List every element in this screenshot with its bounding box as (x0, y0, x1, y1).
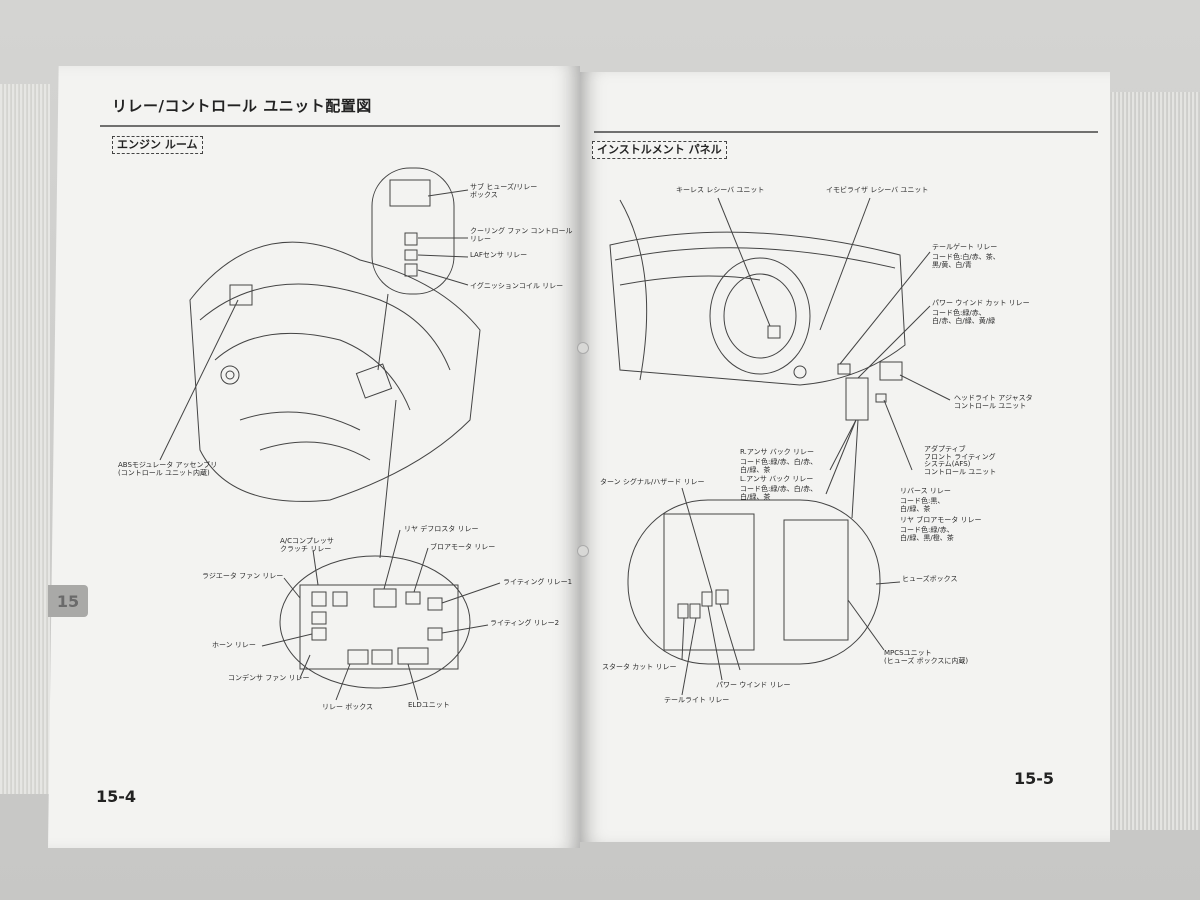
label-sub-fuse-box: サブ ヒューズ/リレー ボックス (470, 183, 538, 199)
label-turn-hazard-relay: ターン シグナル/ハザード リレー (600, 478, 705, 486)
label-headlight-adjuster: ヘッドライト アジャスタ コントロール ユニット (954, 394, 1033, 410)
label-power-window-cut-relay: パワー ウインド カット リレー (932, 299, 1030, 307)
label-power-window-cut-relay-code: コード色:緑/赤、 白/赤、白/緑、黄/緑 (932, 309, 996, 325)
right-page (580, 72, 1110, 842)
label-rear-defroster-relay: リヤ デフロスタ リレー (404, 525, 479, 533)
label-lighting-relay-1: ライティング リレー1 (503, 578, 573, 586)
left-page (48, 66, 580, 848)
label-keyless-receiver: キーレス レシーバ ユニット (676, 186, 765, 194)
label-immobilizer-receiver: イモビライザ レシーバ ユニット (826, 186, 929, 194)
label-tailgate-relay-code: コード色:白/赤、茶、 黒/黄、白/青 (932, 253, 1000, 269)
section-engine-room: エンジン ルーム (112, 136, 203, 155)
label-abs-modulator: ABSモジュレータ アッセンブリ (コントロール ユニット内蔵) (118, 461, 218, 477)
label-tailgate-relay: テールゲート リレー (932, 243, 998, 251)
page-number-left: 15-4 (96, 787, 137, 806)
label-rear-blower-relay-code: コード色:緑/赤、 白/緑、黒/橙、茶 (900, 526, 954, 542)
chapter-tab: 15 (48, 585, 88, 617)
label-lighting-relay-2: ライティング リレー2 (490, 619, 560, 627)
label-r-answer-back-relay: R.アンサ バック リレー (740, 448, 815, 456)
section-instrument-panel: インストルメント パネル (592, 141, 727, 160)
label-laf-sensor-relay: LAFセンサ リレー (470, 251, 528, 259)
label-tail-light-relay: テールライト リレー (664, 696, 730, 704)
label-eld-unit: ELDユニット (408, 701, 450, 709)
label-horn-relay: ホーン リレー (212, 641, 256, 649)
label-reverse-relay: リバース リレー (900, 487, 951, 495)
label-ignition-coil-relay: イグニッションコイル リレー (470, 282, 564, 290)
binding-hole (577, 545, 589, 557)
label-fuse-box: ヒューズボックス (902, 575, 958, 583)
page-title: リレー/コントロール ユニット配置図 (112, 97, 372, 115)
label-l-answer-back-relay: L.アンサ バック リレー (740, 475, 814, 483)
label-ac-clutch-relay: A/Cコンプレッサ クラッチ リレー (280, 537, 334, 553)
label-power-window-relay: パワー ウインド リレー (716, 681, 791, 689)
page-number-right: 15-5 (1014, 769, 1055, 788)
left-page-edges (0, 84, 50, 794)
label-radiator-fan-relay: ラジエータ ファン リレー (202, 572, 284, 580)
label-rear-blower-relay: リヤ ブロアモータ リレー (900, 516, 982, 524)
label-reverse-relay-code: コード色:黒、 白/緑、茶 (900, 497, 945, 513)
label-mpcs-unit: MPCSユニット (ヒューズ ボックスに内蔵) (884, 649, 969, 665)
right-page-edges (1108, 92, 1200, 830)
label-condenser-fan-relay: コンデンサ ファン リレー (228, 674, 310, 682)
label-cooling-fan-relay: クーリング ファン コントロール リレー (470, 227, 573, 243)
label-relay-box: リレー ボックス (322, 703, 374, 711)
label-blower-motor-relay: ブロアモータ リレー (430, 543, 496, 551)
label-afs-unit: アダプティブ フロント ライティング システム(AFS) コントロール ユニット (924, 445, 997, 477)
binding-hole (577, 342, 589, 354)
label-l-answer-back-code: コード色:緑/赤、白/赤、 白/緑、茶 (740, 485, 818, 501)
label-starter-cut-relay: スタータ カット リレー (602, 663, 677, 671)
label-r-answer-back-code: コード色:緑/赤、白/赤、 白/緑、茶 (740, 458, 818, 474)
